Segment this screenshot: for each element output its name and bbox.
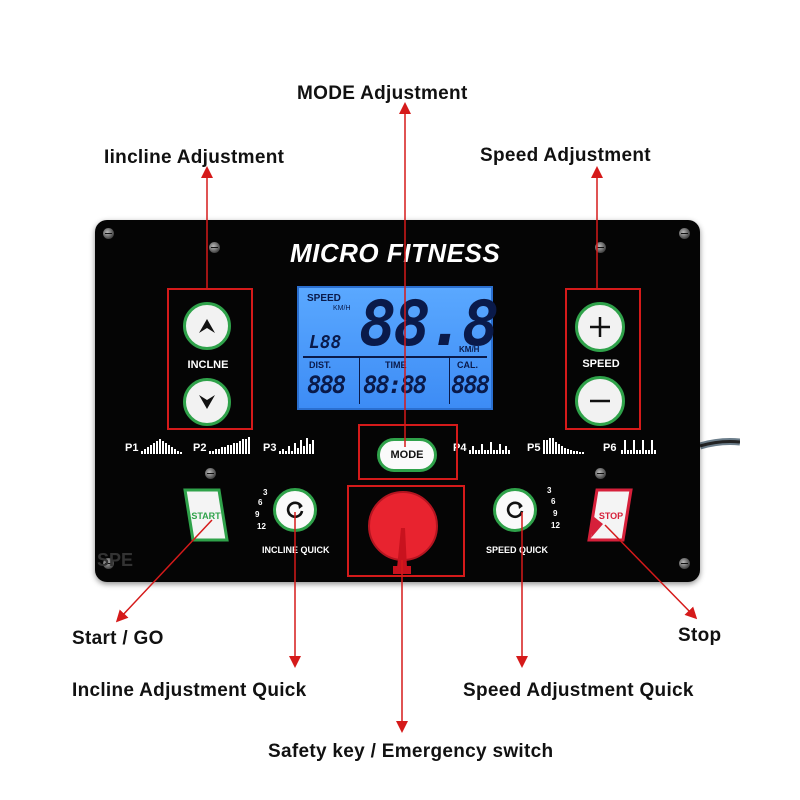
screw-icon: [103, 228, 114, 239]
speed-quick-tick: 6: [551, 497, 556, 506]
plus-icon: [590, 317, 610, 337]
incline-highlight-box: [167, 288, 253, 430]
incline-quick-label: INCLINE QUICK: [262, 545, 330, 555]
mode-highlight-box: [358, 424, 458, 480]
screw-icon: [679, 228, 690, 239]
callout-mode: MODE Adjustment: [297, 83, 468, 104]
callout-stop: Stop: [678, 625, 722, 646]
lcd-time-value: 88:88: [363, 371, 427, 399]
screw-icon: [205, 468, 216, 479]
incline-quick-button[interactable]: [273, 488, 317, 532]
program-p5-profile: [543, 436, 584, 454]
incline-quick-tick: 3: [263, 488, 268, 497]
lcd-main-value: 88.8: [359, 287, 499, 360]
speed-label: SPEED: [582, 358, 620, 370]
program-p1[interactable]: P1: [125, 442, 139, 454]
chevron-down-icon: [199, 395, 215, 409]
screw-icon: [595, 242, 606, 253]
program-p3-profile: [279, 436, 314, 454]
treadmill-console: MICRO FITNESS SPE SPEED KM/H 88.8 L88 KM…: [95, 220, 700, 582]
lcd-unit: KM/H: [459, 345, 480, 354]
speed-minus-button[interactable]: [575, 376, 625, 426]
speed-plus-button[interactable]: [575, 302, 625, 352]
brand-logo: MICRO FITNESS: [290, 238, 501, 268]
start-label: START: [191, 511, 221, 521]
refresh-icon: [286, 501, 304, 519]
program-p6[interactable]: P6: [603, 442, 617, 454]
stop-button[interactable]: STOP: [587, 488, 633, 542]
speed-highlight-box: [565, 288, 641, 430]
lcd-divider: [449, 358, 450, 404]
lcd-dist-label: DIST.: [309, 360, 332, 370]
callout-incline-quick: Incline Adjustment Quick: [72, 680, 307, 701]
minus-icon: [590, 399, 610, 403]
program-p1-profile: [141, 436, 182, 454]
program-p2-profile: [209, 436, 250, 454]
safety-highlight-box: [347, 485, 465, 577]
speed-quick-button[interactable]: [493, 488, 537, 532]
lcd-kmh-small: KM/H: [333, 305, 351, 312]
lcd-divider: [359, 358, 360, 404]
incline-up-button[interactable]: [183, 302, 231, 350]
safety-key[interactable]: [357, 488, 451, 580]
incline-down-button[interactable]: [183, 378, 231, 426]
callout-start: Start / GO: [72, 628, 164, 649]
speed-quick-tick: 3: [547, 486, 552, 495]
screw-icon: [595, 468, 606, 479]
program-p5[interactable]: P5: [527, 442, 541, 454]
program-p4-profile: [469, 436, 510, 454]
start-button[interactable]: START: [183, 488, 229, 542]
lcd-cal-label: CAL.: [457, 360, 478, 370]
cable-stub: [700, 438, 740, 450]
speed-quick-tick: 9: [553, 509, 558, 518]
lcd-time-label: TIME: [385, 360, 407, 370]
screw-icon: [679, 558, 690, 569]
program-p6-profile: [621, 436, 656, 454]
callout-speed: Speed Adjustment: [480, 145, 651, 166]
chevron-up-icon: [199, 319, 215, 333]
screw-icon: [103, 558, 114, 569]
callout-incline: Iincline Adjustment: [104, 147, 285, 168]
speed-quick-label: SPEED QUICK: [486, 545, 549, 555]
lcd-dist-value: 888: [307, 371, 346, 399]
watermark: SPE: [97, 550, 134, 570]
incline-quick-tick: 6: [258, 498, 263, 507]
lcd-speed-label: SPEED: [307, 293, 341, 304]
speed-quick-tick: 12: [551, 521, 560, 530]
callout-safety: Safety key / Emergency switch: [268, 741, 554, 762]
lcd-divider: [303, 356, 487, 358]
program-p2[interactable]: P2: [193, 442, 207, 454]
screw-icon: [209, 242, 220, 253]
refresh-icon: [506, 501, 524, 519]
lcd-cal-value: 888: [451, 371, 490, 399]
incline-quick-tick: 9: [255, 510, 260, 519]
callout-speed-quick: Speed Adjustment Quick: [463, 680, 694, 701]
mode-button[interactable]: MODE: [377, 438, 437, 472]
incline-quick-tick: 12: [257, 522, 266, 531]
program-p3[interactable]: P3: [263, 442, 277, 454]
lcd-display: SPEED KM/H 88.8 L88 KM/H DIST. 888 TIME …: [297, 286, 499, 410]
stop-label: STOP: [599, 511, 623, 521]
incline-label: INCLNE: [187, 359, 229, 371]
lcd-level: L88: [309, 332, 342, 353]
